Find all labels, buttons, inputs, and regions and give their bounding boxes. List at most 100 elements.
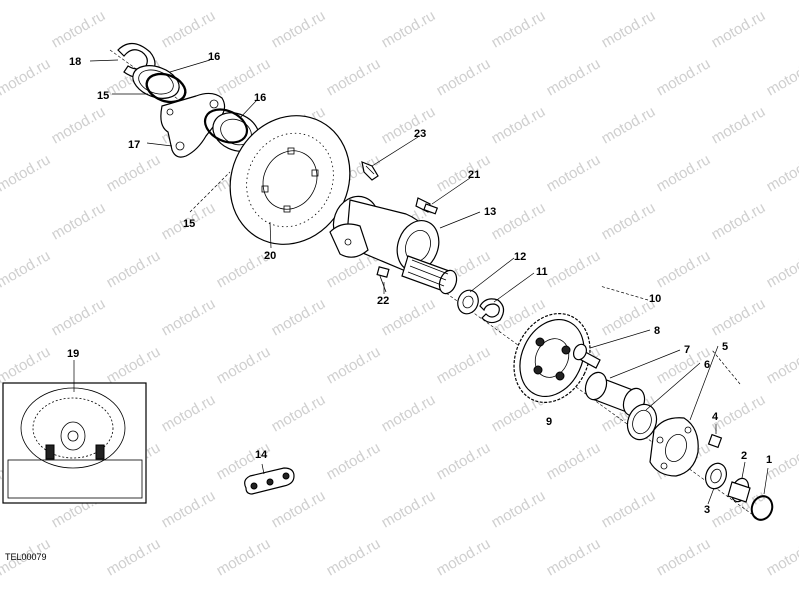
callout-15-lower: 15 [183,218,195,230]
callout-23: 23 [414,128,426,140]
watermark-text: motod.ru [544,247,604,291]
part-7-bearing [584,371,646,417]
callout-16-lower: 16 [254,92,266,104]
watermark-text: motod.ru [434,0,494,3]
callout-4: 4 [712,411,719,423]
watermark-text: motod.ru [654,55,714,99]
callout-22: 22 [377,295,389,307]
watermark-text: motod.ru [49,103,109,147]
watermark-text: motod.ru [0,151,53,195]
watermark-text: motod.ru [764,55,799,99]
drawing-code: TEL00079 [5,552,47,562]
watermark-text: motod.ru [104,247,164,291]
watermark-text: motod.ru [654,535,714,579]
watermark-text: motod.ru [0,55,53,99]
watermark-text: motod.ru [49,199,109,243]
watermark-text: motod.ru [324,343,384,387]
callout-11: 11 [536,266,548,278]
watermark-text: motod.ru [764,151,799,195]
callout-13: 13 [484,206,496,218]
watermark-text: motod.ru [599,487,659,531]
watermark-text: motod.ru [489,487,549,531]
watermark-text: motod.ru [159,295,219,339]
watermark-text: motod.ru [764,0,799,3]
watermark-text: motod.ru [434,535,494,579]
callout-7: 7 [684,344,690,356]
watermark-text: motod.ru [544,439,604,483]
watermark-text: motod.ru [0,247,53,291]
callout-21: 21 [468,169,480,181]
part-5-flange [649,417,699,477]
callout-2: 2 [741,450,747,462]
watermark-text: motod.ru [104,151,164,195]
watermark-text: motod.ru [269,391,329,435]
watermark-text: motod.ru [104,343,164,387]
leader-lines [73,59,769,505]
watermark-text: motod.ru [324,0,384,3]
callout-1: 1 [766,454,772,466]
watermark-text: motod.ru [764,343,799,387]
watermark-text: motod.ru [434,55,494,99]
callout-19: 19 [67,348,79,360]
watermark-text: motod.ru [379,103,439,147]
watermark-text: motod.ru [599,7,659,51]
watermark-text: motod.ru [49,295,109,339]
watermark-text: motod.ru [709,199,769,243]
part-3-washer [705,462,727,490]
watermark-text: motod.ru [489,7,549,51]
part-6-spacer [626,403,658,441]
watermark-text: motod.ru [544,0,604,3]
part-17-bracket [160,92,226,158]
watermark-text: motod.ru [104,535,164,579]
watermark-text: motod.ru [434,151,494,195]
watermark-text: motod.ru [214,0,274,3]
watermark-text: motod.ru [709,103,769,147]
watermark-text: motod.ru [159,391,219,435]
watermark-text: motod.ru [214,343,274,387]
watermark-text: motod.ru [49,7,109,51]
callout-17: 17 [128,139,140,151]
inset-view-19 [2,382,147,504]
watermark-text: motod.ru [324,439,384,483]
part-11-circlip [479,298,505,324]
watermark-text: motod.ru [709,295,769,339]
callout-10: 10 [649,293,661,305]
watermark-text: motod.ru [764,535,799,579]
watermark-text: motod.ru [434,343,494,387]
watermark-text: motod.ru [489,103,549,147]
watermark-text: motod.ru [544,151,604,195]
callout-20: 20 [264,250,276,262]
part-4-nut [707,433,723,449]
watermark-text: motod.ru [379,487,439,531]
callout-3: 3 [704,504,710,516]
part-9-rear-sprocket [513,313,591,403]
watermark-text: motod.ru [709,7,769,51]
part-22-bolt [376,266,390,293]
watermark-text: motod.ru [269,487,329,531]
part-1-circlip [750,495,774,521]
callout-14: 14 [255,449,268,461]
callout-12: 12 [514,251,526,263]
watermark-text: motod.ru [544,535,604,579]
watermark-text: motod.ru [159,487,219,531]
watermark-text: motod.ru [324,55,384,99]
watermark-text: motod.ru [104,0,164,3]
watermark-text: motod.ru [269,295,329,339]
part-8-stud [572,343,601,369]
callout-labels: 1 2 3 4 5 6 7 8 9 10 11 12 13 14 15 15 1… [5,51,772,562]
watermark-text: motod.ru [324,535,384,579]
watermark-text: motod.ru [159,7,219,51]
callout-16-upper: 16 [208,51,220,63]
watermark-text: motod.ru [599,103,659,147]
watermark-text: motod.ru [214,535,274,579]
watermark-text: motod.ru [654,247,714,291]
watermark-text: motod.ru [379,391,439,435]
watermark-text: motod.ru [764,247,799,291]
part-23-bleed-screw [361,161,379,181]
callout-6: 6 [704,359,710,371]
watermark-text: motod.ru [379,7,439,51]
watermark-text: motod.ru [434,439,494,483]
part-20-brake-disc [229,115,351,245]
part-21-bolt [415,197,439,215]
watermark-text: motod.ru [544,55,604,99]
